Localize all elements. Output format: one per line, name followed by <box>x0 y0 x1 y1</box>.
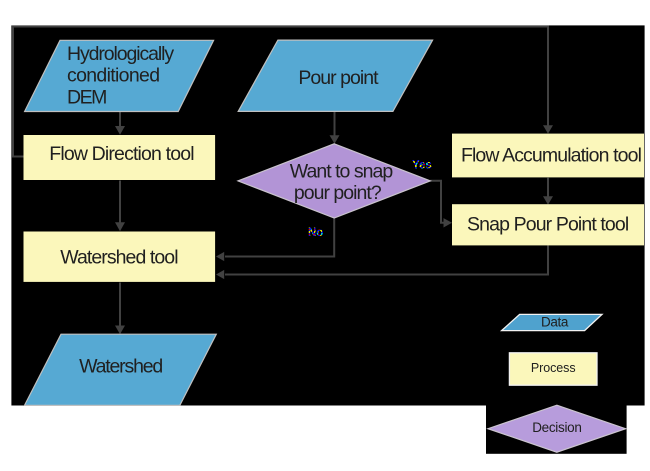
svg-text:DEM: DEM <box>67 86 106 108</box>
svg-text:No: No <box>308 227 323 239</box>
svg-text:Snap Pour Point tool: Snap Pour Point tool <box>467 213 629 235</box>
svg-text:conditioned: conditioned <box>67 65 159 87</box>
svg-text:Pour point: Pour point <box>298 67 379 89</box>
svg-text:Watershed tool: Watershed tool <box>60 247 178 269</box>
svg-text:Data: Data <box>541 315 569 330</box>
svg-text:Yes: Yes <box>412 160 432 172</box>
svg-text:pour point?: pour point? <box>294 182 382 204</box>
svg-text:Want to snap: Want to snap <box>290 160 394 182</box>
svg-text:Decision: Decision <box>532 420 581 435</box>
svg-text:Flow Accumulation tool: Flow Accumulation tool <box>461 145 642 167</box>
svg-text:Flow Direction tool: Flow Direction tool <box>49 143 194 165</box>
svg-text:Process: Process <box>531 361 576 375</box>
svg-text:Watershed: Watershed <box>79 355 162 377</box>
svg-text:Hydrologically: Hydrologically <box>67 43 174 65</box>
